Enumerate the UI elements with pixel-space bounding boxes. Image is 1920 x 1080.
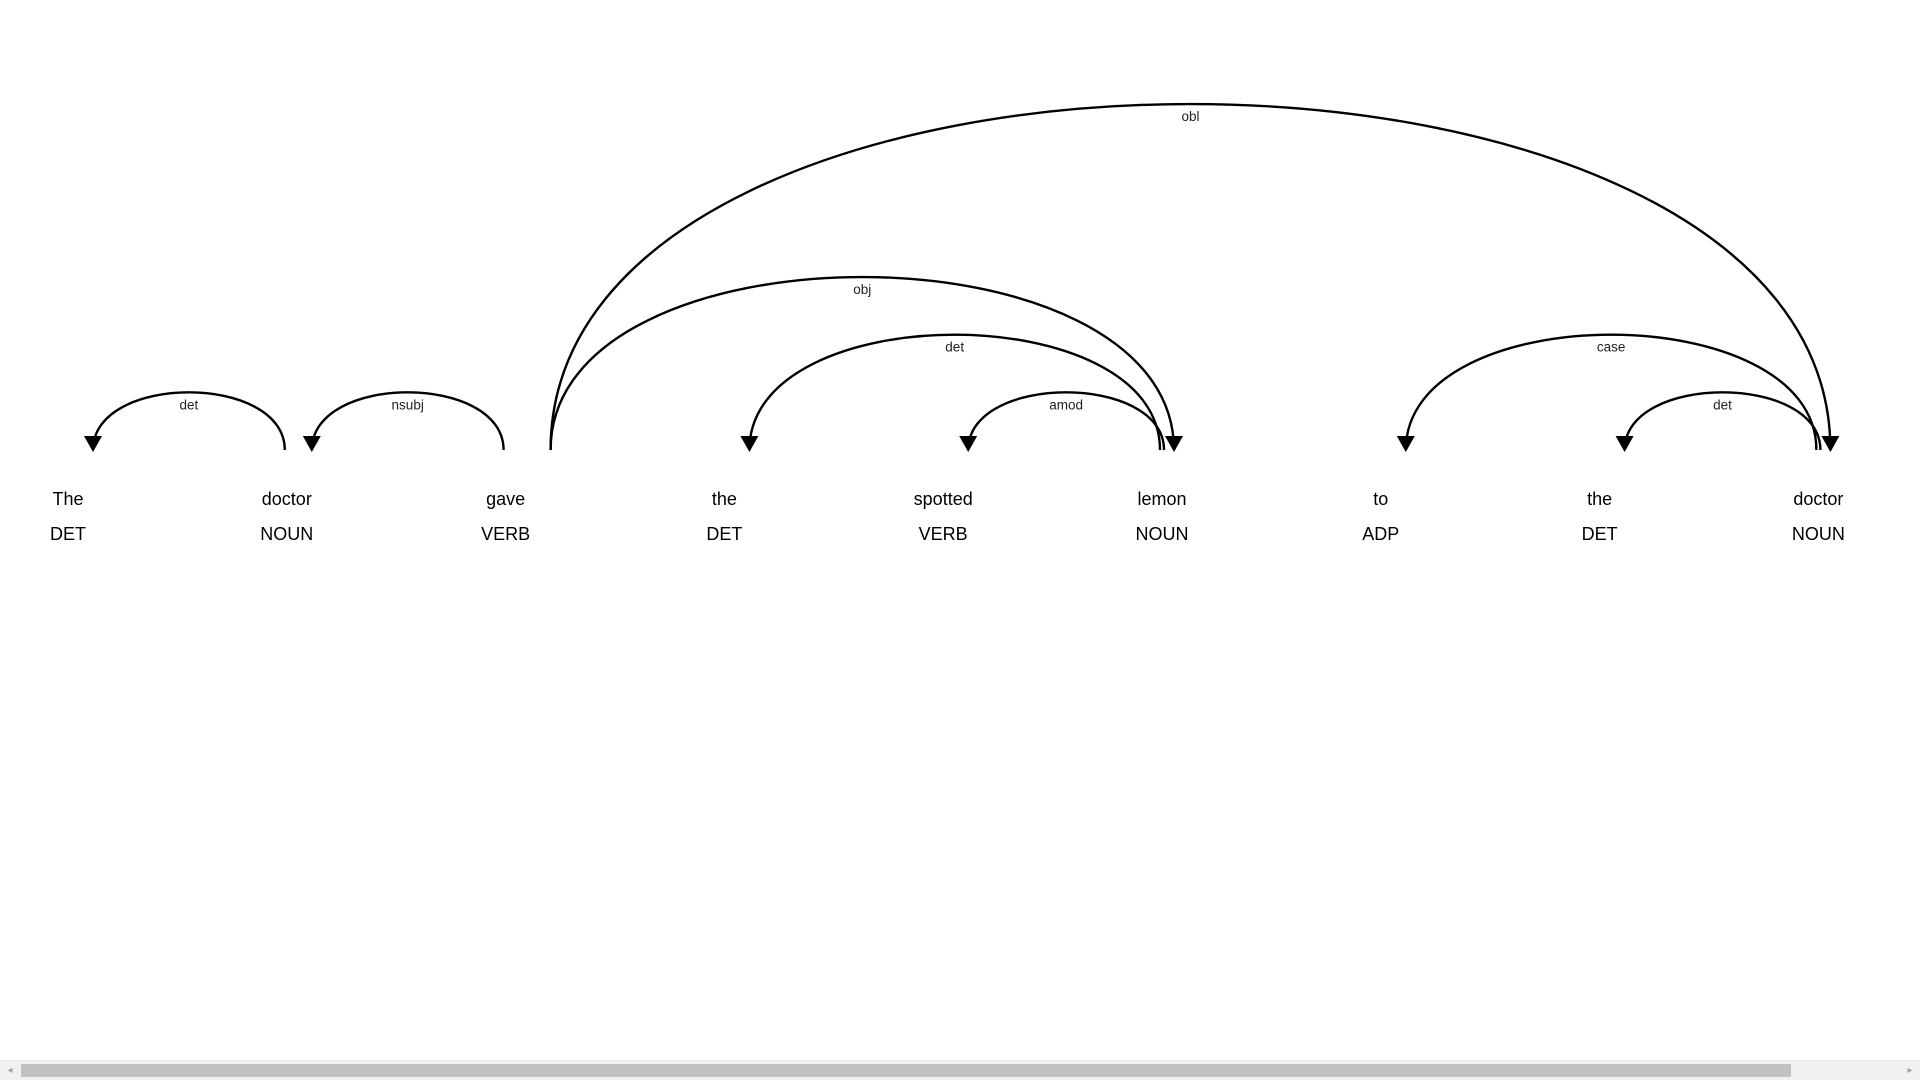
- arc-label: det: [180, 397, 199, 412]
- scrollbar-thumb[interactable]: [21, 1064, 1791, 1077]
- scroll-right-icon[interactable]: ▸: [1907, 1065, 1913, 1076]
- arc-path: [1623, 391, 1822, 451]
- token-word: The: [52, 489, 83, 509]
- arc-path: [549, 275, 1176, 451]
- arc-path: [91, 391, 286, 451]
- arc-path: [748, 333, 1162, 451]
- arc-path: [967, 391, 1166, 451]
- dependency-arc: obj: [549, 275, 1183, 452]
- token-word: gave: [486, 489, 525, 509]
- arrowhead: [84, 436, 102, 452]
- scroll-left-icon[interactable]: ◂: [7, 1065, 13, 1076]
- token-word: doctor: [262, 489, 312, 509]
- arc-label: det: [945, 340, 964, 355]
- dependency-arc: amod: [959, 391, 1166, 452]
- token-pos-tag: DET: [50, 524, 86, 544]
- arrowhead: [740, 436, 759, 452]
- token-pos-tag: DET: [1582, 524, 1618, 544]
- arc-label: nsubj: [392, 397, 424, 412]
- token-pos-tag: NOUN: [1792, 524, 1845, 544]
- arc-label: case: [1597, 340, 1626, 355]
- token-pos-tag: NOUN: [1136, 524, 1189, 544]
- dependency-arc: det: [1615, 391, 1822, 452]
- dependency-arc: nsubj: [302, 391, 505, 452]
- token-word: to: [1373, 489, 1388, 509]
- arc-path: [1404, 333, 1818, 451]
- arc-path: [549, 103, 1832, 451]
- arrowhead: [959, 436, 978, 452]
- arc-label: obj: [853, 282, 871, 297]
- token-pos-tag: DET: [706, 524, 742, 544]
- dependency-arc: obl: [549, 103, 1840, 452]
- arrowhead: [1165, 436, 1183, 452]
- arc-label: det: [1713, 397, 1732, 412]
- token-pos-tag: ADP: [1362, 524, 1399, 544]
- token-word: the: [712, 489, 737, 509]
- arrowhead: [1396, 436, 1415, 452]
- arrowhead: [1615, 436, 1634, 452]
- token-pos-tag: VERB: [919, 524, 968, 544]
- token-word: the: [1587, 489, 1612, 509]
- arcs-layer: det nsubj obl obj det amod case det: [84, 103, 1840, 452]
- arc-label: amod: [1049, 397, 1083, 412]
- arc-label: obl: [1181, 109, 1199, 124]
- token-word: doctor: [1793, 489, 1843, 509]
- horizontal-scrollbar[interactable]: ◂ ▸: [0, 1060, 1920, 1080]
- token-word: spotted: [914, 489, 973, 509]
- token-word: lemon: [1137, 489, 1186, 509]
- token-pos-tag: VERB: [481, 524, 530, 544]
- token-pos-tag: NOUN: [260, 524, 313, 544]
- dependency-arc: case: [1396, 333, 1818, 452]
- arrowhead: [302, 436, 321, 452]
- dependency-arc: det: [740, 333, 1162, 452]
- dependency-arc: det: [84, 391, 286, 452]
- arrowhead: [1821, 436, 1840, 452]
- arc-path: [310, 391, 505, 451]
